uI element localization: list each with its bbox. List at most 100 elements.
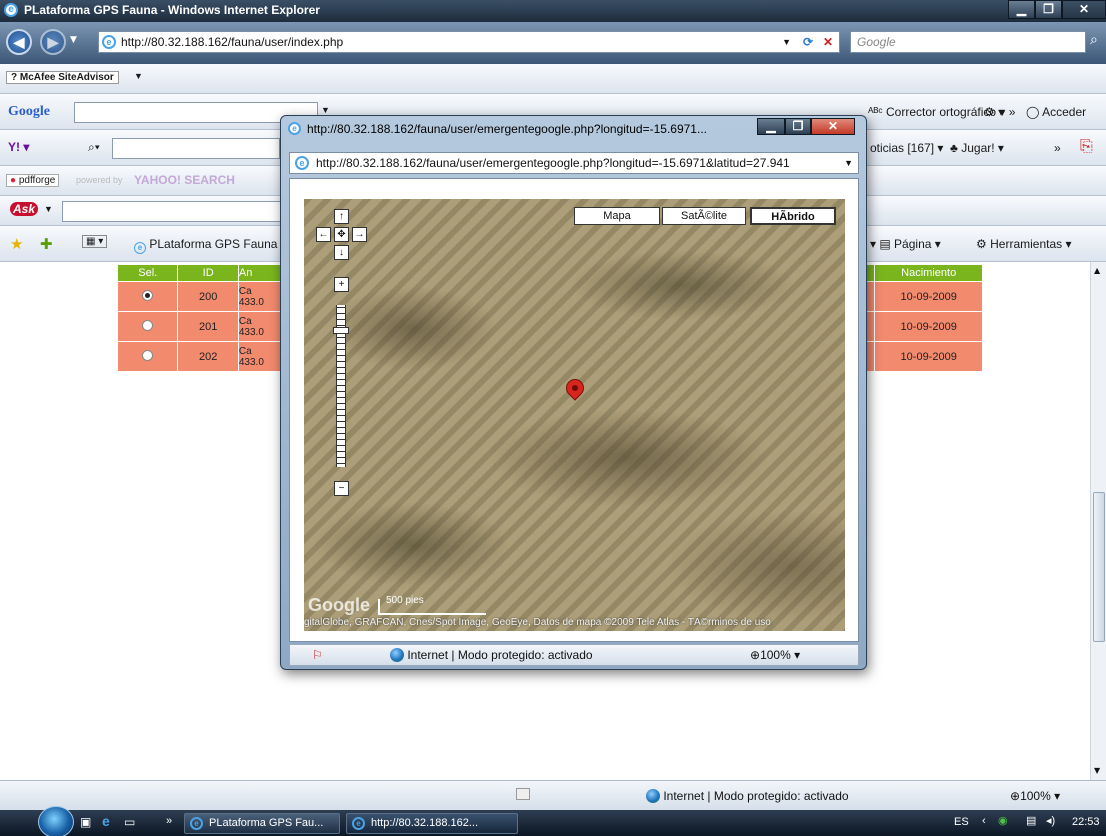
taskbar-button-label: PLataforma GPS Fau... — [209, 817, 324, 829]
acceder-button[interactable]: ◯ Acceder — [1026, 105, 1086, 119]
clock[interactable]: 22:53 — [1072, 816, 1100, 828]
noticias-button[interactable]: oticias [167] ▾ — [870, 141, 944, 155]
popup-address-dropdown-icon[interactable]: ▼ — [844, 158, 853, 168]
radio-button[interactable] — [142, 319, 154, 331]
pan-right-button[interactable]: → — [352, 227, 367, 242]
quicklaunch-ie-icon[interactable]: e — [102, 813, 110, 829]
quicklaunch-overflow-icon[interactable]: » — [166, 815, 173, 827]
pan-down-button[interactable]: ↓ — [334, 245, 349, 260]
close-button[interactable]: ✕ — [1062, 0, 1106, 19]
jugar-button[interactable]: ♣ Jugar! ▾ — [950, 141, 1004, 155]
radio-button[interactable] — [142, 349, 154, 361]
popup-globe-icon — [390, 648, 404, 662]
zoom-icon: ⊕ — [1010, 789, 1021, 803]
col-id-header: ID — [178, 265, 238, 281]
zoom-slider[interactable] — [333, 305, 349, 467]
herramientas-menu[interactable]: ⚙ Herramientas ▾ — [976, 237, 1072, 251]
history-dropdown-icon[interactable]: ▼ — [70, 35, 77, 45]
map-scale: 500 pies — [378, 595, 486, 615]
row-select[interactable] — [118, 312, 178, 341]
forward-button[interactable]: ▶ — [40, 29, 66, 55]
map-marker-icon[interactable] — [562, 375, 588, 401]
row-select[interactable] — [118, 342, 178, 371]
search-input[interactable]: Google — [850, 31, 1086, 53]
pdfforge-icon: ● — [10, 175, 17, 186]
popup-security-icon[interactable]: ⚐ — [312, 648, 323, 662]
corrector-button[interactable]: ᴬᴮᶜ Corrector ortográfico ▾ » — [868, 105, 1016, 119]
pdf-icon[interactable]: ⎘ — [1080, 138, 1093, 155]
ask-dropdown-icon[interactable]: ▼ — [44, 204, 53, 214]
window-titlebar: e PLataforma GPS Fauna - Windows Interne… — [0, 0, 1106, 22]
pagina-menu[interactable]: ▾ ▤ Página ▾ — [870, 237, 941, 251]
pdfforge-button[interactable]: ● pdfforge — [6, 174, 60, 187]
zone-indicator[interactable]: Internet | Modo protegido: activado — [646, 789, 849, 803]
scroll-down-icon[interactable]: ▼ — [1094, 766, 1101, 775]
map-type-mapa[interactable]: Mapa — [574, 207, 660, 225]
network-icon[interactable]: ▤ — [1026, 815, 1037, 827]
pan-up-button[interactable]: ↑ — [334, 209, 349, 224]
favorites-star-icon[interactable]: ★ — [10, 236, 24, 253]
cell-an-bottom: 433.0 — [238, 326, 264, 338]
language-indicator[interactable]: ES — [954, 816, 969, 828]
security-icon[interactable] — [516, 788, 530, 800]
zoom-out-button[interactable]: − — [334, 481, 349, 496]
address-field[interactable]: e http://80.32.188.162/fauna/user/index.… — [98, 31, 840, 53]
pan-left-button[interactable]: ← — [316, 227, 331, 242]
quicklaunch-window-icon[interactable]: ▭ — [124, 815, 136, 829]
maximize-button[interactable]: ❐ — [1035, 0, 1062, 19]
cell-nacimiento: 10-09-2009 — [875, 342, 982, 371]
cell-an-top: Ca — [238, 345, 252, 357]
add-favorites-icon[interactable]: ✚ — [40, 236, 53, 253]
popup-maximize-button[interactable]: ❐ — [785, 118, 811, 135]
page-scrollbar[interactable]: ▲ ▼ — [1090, 262, 1106, 780]
popup-zone-indicator[interactable]: Internet | Modo protegido: activado — [390, 645, 593, 665]
zoom-in-button[interactable]: + — [334, 277, 349, 292]
siteadvisor-button[interactable]: ? McAfee SiteAdvisor — [6, 71, 119, 84]
google-search-input[interactable] — [74, 102, 318, 123]
scrollbar-thumb[interactable] — [1093, 492, 1105, 642]
popup-zoom-icon: ⊕ — [750, 648, 761, 662]
satellite-map[interactable]: Mapa SatÃ©lite HÃbrido ↑ ← ✥ → ↓ + − 500… — [304, 199, 845, 631]
popup-minimize-button[interactable]: ▁ — [757, 118, 785, 135]
search-icon[interactable]: ⌕ — [1090, 32, 1098, 48]
popup-ie-icon: e — [288, 122, 301, 135]
yahoo-logo-icon[interactable]: Y! ▾ — [8, 140, 30, 154]
popup-window-controls: ▁ ❐ ✕ — [757, 118, 855, 137]
row-select[interactable] — [118, 282, 178, 311]
map-type-satelite[interactable]: SatÃ©lite — [662, 207, 746, 225]
map-type-hibrido[interactable]: HÃbrido — [750, 207, 836, 225]
ask-search-input[interactable] — [62, 201, 286, 222]
siteadvisor-dropdown-icon[interactable]: ▼ — [134, 71, 143, 81]
browser-tab[interactable]: e PLataforma GPS Fauna — [134, 237, 277, 254]
stop-icon[interactable]: ✕ — [822, 35, 833, 49]
shield-icon[interactable]: ◉ — [998, 815, 1008, 827]
back-button[interactable]: ◀ — [6, 29, 32, 55]
wrench-icon[interactable]: ⚙ ▾ — [984, 105, 1005, 119]
scroll-up-icon[interactable]: ▲ — [1094, 266, 1101, 275]
address-dropdown-icon[interactable]: ▼ — [782, 37, 791, 47]
tray-chevron-icon[interactable]: ‹ — [982, 815, 986, 827]
col-sel-header: Sel. — [118, 265, 178, 281]
toolbar-overflow-icon[interactable]: » — [1054, 141, 1061, 155]
zoom-control[interactable]: ⊕100% ▾ — [1010, 789, 1061, 803]
popup-address-field[interactable]: e http://80.32.188.162/fauna/user/emerge… — [289, 152, 859, 174]
yahoo-search-icon[interactable]: ⌕▾ — [88, 140, 100, 154]
refresh-icon[interactable]: ⟳ — [802, 35, 813, 49]
radio-button[interactable] — [142, 289, 154, 301]
start-button[interactable] — [38, 806, 74, 836]
pan-center-button[interactable]: ✥ — [334, 227, 349, 242]
quicklaunch-desktop-icon[interactable]: ▣ — [80, 815, 92, 829]
quick-tabs-icon[interactable]: ▦ ▾ — [82, 235, 108, 248]
minimize-button[interactable]: ▁ — [1008, 0, 1035, 19]
zoom-slider-knob[interactable] — [333, 327, 349, 334]
popup-close-button[interactable]: ✕ — [811, 118, 855, 135]
corrector-label: Corrector ortográfico — [886, 105, 997, 119]
tab-ie-icon: e — [134, 242, 146, 254]
volume-icon[interactable]: ◂) — [1046, 815, 1056, 827]
google-search-dropdown-icon[interactable]: ▼ — [321, 105, 330, 115]
popup-zoom-control[interactable]: ⊕100% ▾ — [750, 648, 801, 662]
yahoo-search-input[interactable] — [112, 138, 280, 159]
